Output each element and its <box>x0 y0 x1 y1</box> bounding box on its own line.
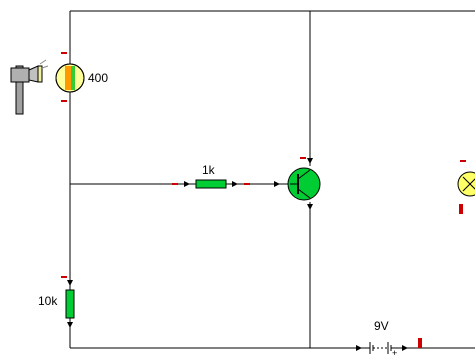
resistor-bottom[interactable] <box>61 276 75 328</box>
wires <box>69 10 475 349</box>
battery-marker <box>418 338 422 348</box>
battery-value-label: 9V <box>374 319 389 333</box>
resistor-bottom-marker <box>61 276 67 278</box>
lamp-marker-top <box>460 160 466 162</box>
ldr-icon[interactable] <box>55 52 85 102</box>
resistor-base[interactable] <box>172 179 250 189</box>
torch-icon[interactable] <box>10 59 49 115</box>
ldr-polarity-marker-bottom <box>61 100 67 102</box>
ldr-value-label: 400 <box>88 71 108 85</box>
resistor-base-value-label: 1k <box>202 163 216 177</box>
lamp-marker-bottom <box>459 204 463 214</box>
battery-plus-sign: + <box>392 348 397 356</box>
resistor-base-marker-left <box>172 183 178 185</box>
lamp-icon[interactable] <box>457 160 475 214</box>
npn-transistor-icon[interactable] <box>274 157 321 210</box>
transistor-marker-collector <box>300 157 306 159</box>
resistor-bottom-value-label: 10k <box>38 294 58 308</box>
resistor-base-marker-right <box>244 183 250 185</box>
battery-icon[interactable] <box>350 338 422 354</box>
ldr-polarity-marker-top <box>61 52 67 54</box>
